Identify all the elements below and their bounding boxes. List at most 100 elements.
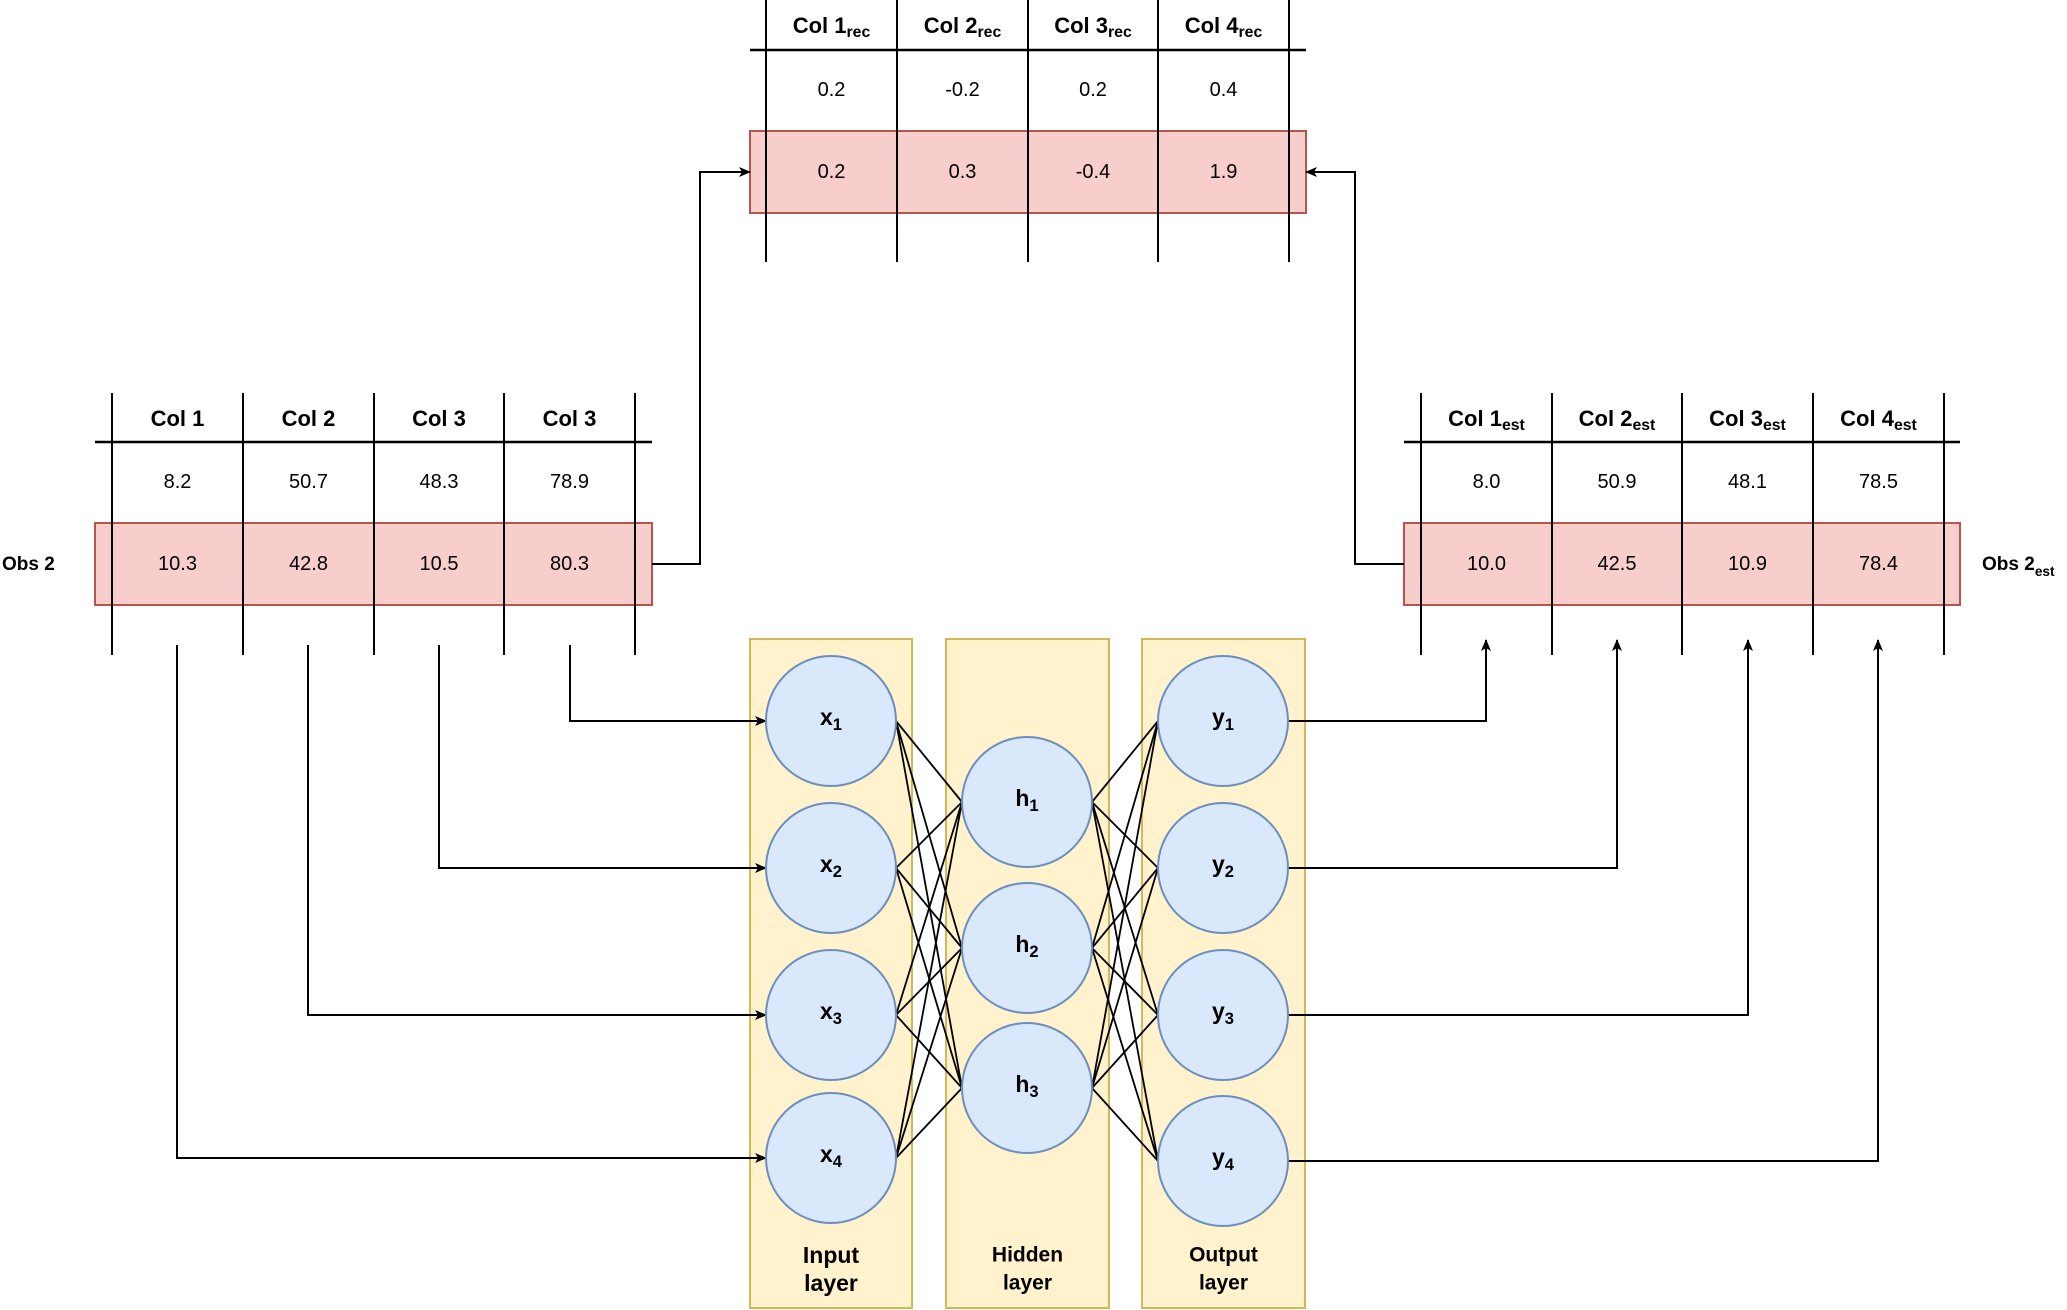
row-label: Obs 2est xyxy=(1982,554,2055,579)
neuron-circle xyxy=(765,1092,897,1224)
highlighted-cell: 10.3 xyxy=(158,553,197,575)
highlighted-cell: 10.9 xyxy=(1728,553,1767,575)
connection-line xyxy=(1091,947,1159,1162)
connection-line xyxy=(895,801,963,869)
neuron-label-subscript: 4 xyxy=(1225,1155,1235,1174)
output-column-arrow xyxy=(1288,639,1491,722)
row-label-text: Obs 2 xyxy=(2,554,55,575)
column-header-text: Col 2 xyxy=(1579,406,1633,431)
estimate-to-reconstruction-arrow xyxy=(1305,167,1404,565)
neuron-circle xyxy=(961,882,1093,1014)
highlighted-cell: 42.5 xyxy=(1598,553,1637,575)
neuron-label-subscript: 2 xyxy=(833,862,842,881)
table-cell: 8.2 xyxy=(164,471,192,493)
column-header-text: Col 3 xyxy=(543,406,597,431)
neuron-label: x4 xyxy=(820,1141,843,1171)
neuron-label-text: y xyxy=(1212,851,1225,877)
highlighted-cell: -0.4 xyxy=(1076,161,1110,183)
neuron-x4: x4 xyxy=(765,1092,897,1224)
column-header: Col 4est xyxy=(1840,406,1917,434)
neuron-label-text: y xyxy=(1212,704,1225,730)
neuron-h3: h3 xyxy=(961,1022,1093,1154)
highlighted-cell: 80.3 xyxy=(550,553,589,575)
column-header-text: Col 2 xyxy=(282,406,336,431)
neuron-h2: h2 xyxy=(961,882,1093,1014)
column-header-text: Col 3 xyxy=(1709,406,1763,431)
hidden-layer-label: layer xyxy=(1003,1272,1052,1295)
neuron-label-text: h xyxy=(1015,785,1029,811)
neuron-circle xyxy=(765,655,897,787)
highlighted-cell: 0.3 xyxy=(949,161,977,183)
neuron-circle xyxy=(1157,1095,1289,1227)
neuron-x1: x1 xyxy=(765,655,897,787)
column-header: Col 1 xyxy=(151,406,205,431)
neuron-circle xyxy=(961,1022,1093,1154)
neuron-label-text: y xyxy=(1212,1144,1225,1170)
row-label-subscript: est xyxy=(2035,564,2055,579)
column-header: Col 4rec xyxy=(1185,13,1263,41)
column-header-text: Col 1 xyxy=(151,406,205,431)
network-connections xyxy=(895,720,1159,1162)
row-label: Obs 2 xyxy=(2,554,55,575)
column-header: Col 2rec xyxy=(924,13,1002,41)
column-header: Col 3 xyxy=(543,406,597,431)
output-layer-label: layer xyxy=(1199,1272,1248,1295)
neuron-y1: y1 xyxy=(1157,655,1289,787)
connection-line xyxy=(1091,720,1159,949)
connection-line xyxy=(1091,867,1159,1089)
neuron-circle xyxy=(961,736,1093,868)
column-header-subscript: rec xyxy=(847,24,871,41)
connection-line xyxy=(895,720,963,803)
column-header-text: Col 2 xyxy=(924,13,978,38)
neuron-label-subscript: 1 xyxy=(1225,715,1234,734)
neuron-label-text: y xyxy=(1212,998,1225,1024)
table-cell: 0.2 xyxy=(1079,79,1107,101)
column-header-subscript: est xyxy=(1894,417,1918,434)
neuron-x2: x2 xyxy=(765,802,897,934)
column-header-text: Col 3 xyxy=(412,406,466,431)
output-column-arrow xyxy=(1288,639,1753,1016)
neuron-y4: y4 xyxy=(1157,1095,1289,1227)
neuron-label-subscript: 1 xyxy=(833,715,842,734)
input-layer-label: Input xyxy=(803,1242,860,1268)
column-header: Col 2 xyxy=(282,406,336,431)
connection-line xyxy=(1091,1014,1159,1089)
table-cell: -0.2 xyxy=(945,79,979,101)
neuron-label: x2 xyxy=(820,851,842,881)
connectors xyxy=(176,167,1883,1163)
neuron-circle xyxy=(1157,949,1289,1081)
neuron-circle xyxy=(765,949,897,1081)
neuron-y2: y2 xyxy=(1157,802,1289,934)
row-label-text: Obs 2 xyxy=(1982,554,2035,575)
hidden-layer-label: Hidden xyxy=(992,1244,1063,1267)
column-header-subscript: est xyxy=(1502,417,1526,434)
connection-line xyxy=(1091,1087,1159,1162)
neuron-label-subscript: 1 xyxy=(1029,796,1038,815)
column-header-text: Col 4 xyxy=(1840,406,1895,431)
table-cell: 78.9 xyxy=(550,471,589,493)
neuron-label: y2 xyxy=(1212,851,1234,881)
highlighted-cell: 78.4 xyxy=(1859,553,1898,575)
column-header-text: Col 1 xyxy=(1448,406,1502,431)
table-cell: 50.7 xyxy=(289,471,328,493)
column-header-text: Col 3 xyxy=(1054,13,1108,38)
column-header: Col 1est xyxy=(1448,406,1525,434)
neuron-label-subscript: 2 xyxy=(1225,862,1234,881)
column-header-subscript: rec xyxy=(1239,24,1263,41)
input-column-arrow xyxy=(438,645,767,873)
highlighted-cell: 10.0 xyxy=(1467,553,1506,575)
input-column-arrow xyxy=(569,645,767,726)
neuron-label-subscript: 4 xyxy=(833,1152,843,1171)
neuron-label-subscript: 2 xyxy=(1029,942,1038,961)
neuron-label-text: x xyxy=(820,998,833,1024)
observation-to-reconstruction-arrow xyxy=(652,167,751,565)
connection-line xyxy=(1091,720,1159,1089)
neuron-label: h3 xyxy=(1015,1071,1038,1101)
neuron-label-subscript: 3 xyxy=(1225,1009,1234,1028)
highlighted-cell: 42.8 xyxy=(289,553,328,575)
